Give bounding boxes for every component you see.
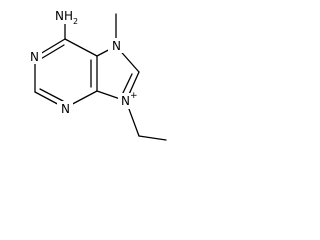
bond-group [34, 13, 167, 141]
adenine-cation-structure: N H 2 N N N N + [26, 8, 167, 141]
bond-c5-c6 [64, 38, 98, 57]
n9-charge-label: + [130, 91, 138, 101]
bond-c6-n1-double [38, 44, 65, 61]
bond-ethyl-ch2-ch3 [138, 135, 167, 141]
amine-n-label: N [55, 9, 64, 23]
n3-label: N [61, 102, 70, 116]
amine-h-count: 2 [73, 17, 78, 26]
n9-label: N [121, 94, 130, 108]
amine-h-label: H [64, 9, 73, 23]
n7-label: N [112, 39, 121, 53]
atom-label-group: N H 2 N N N N + [26, 8, 141, 116]
n1-label: N [30, 50, 39, 64]
bond-c2-n3-double [39, 88, 64, 102]
